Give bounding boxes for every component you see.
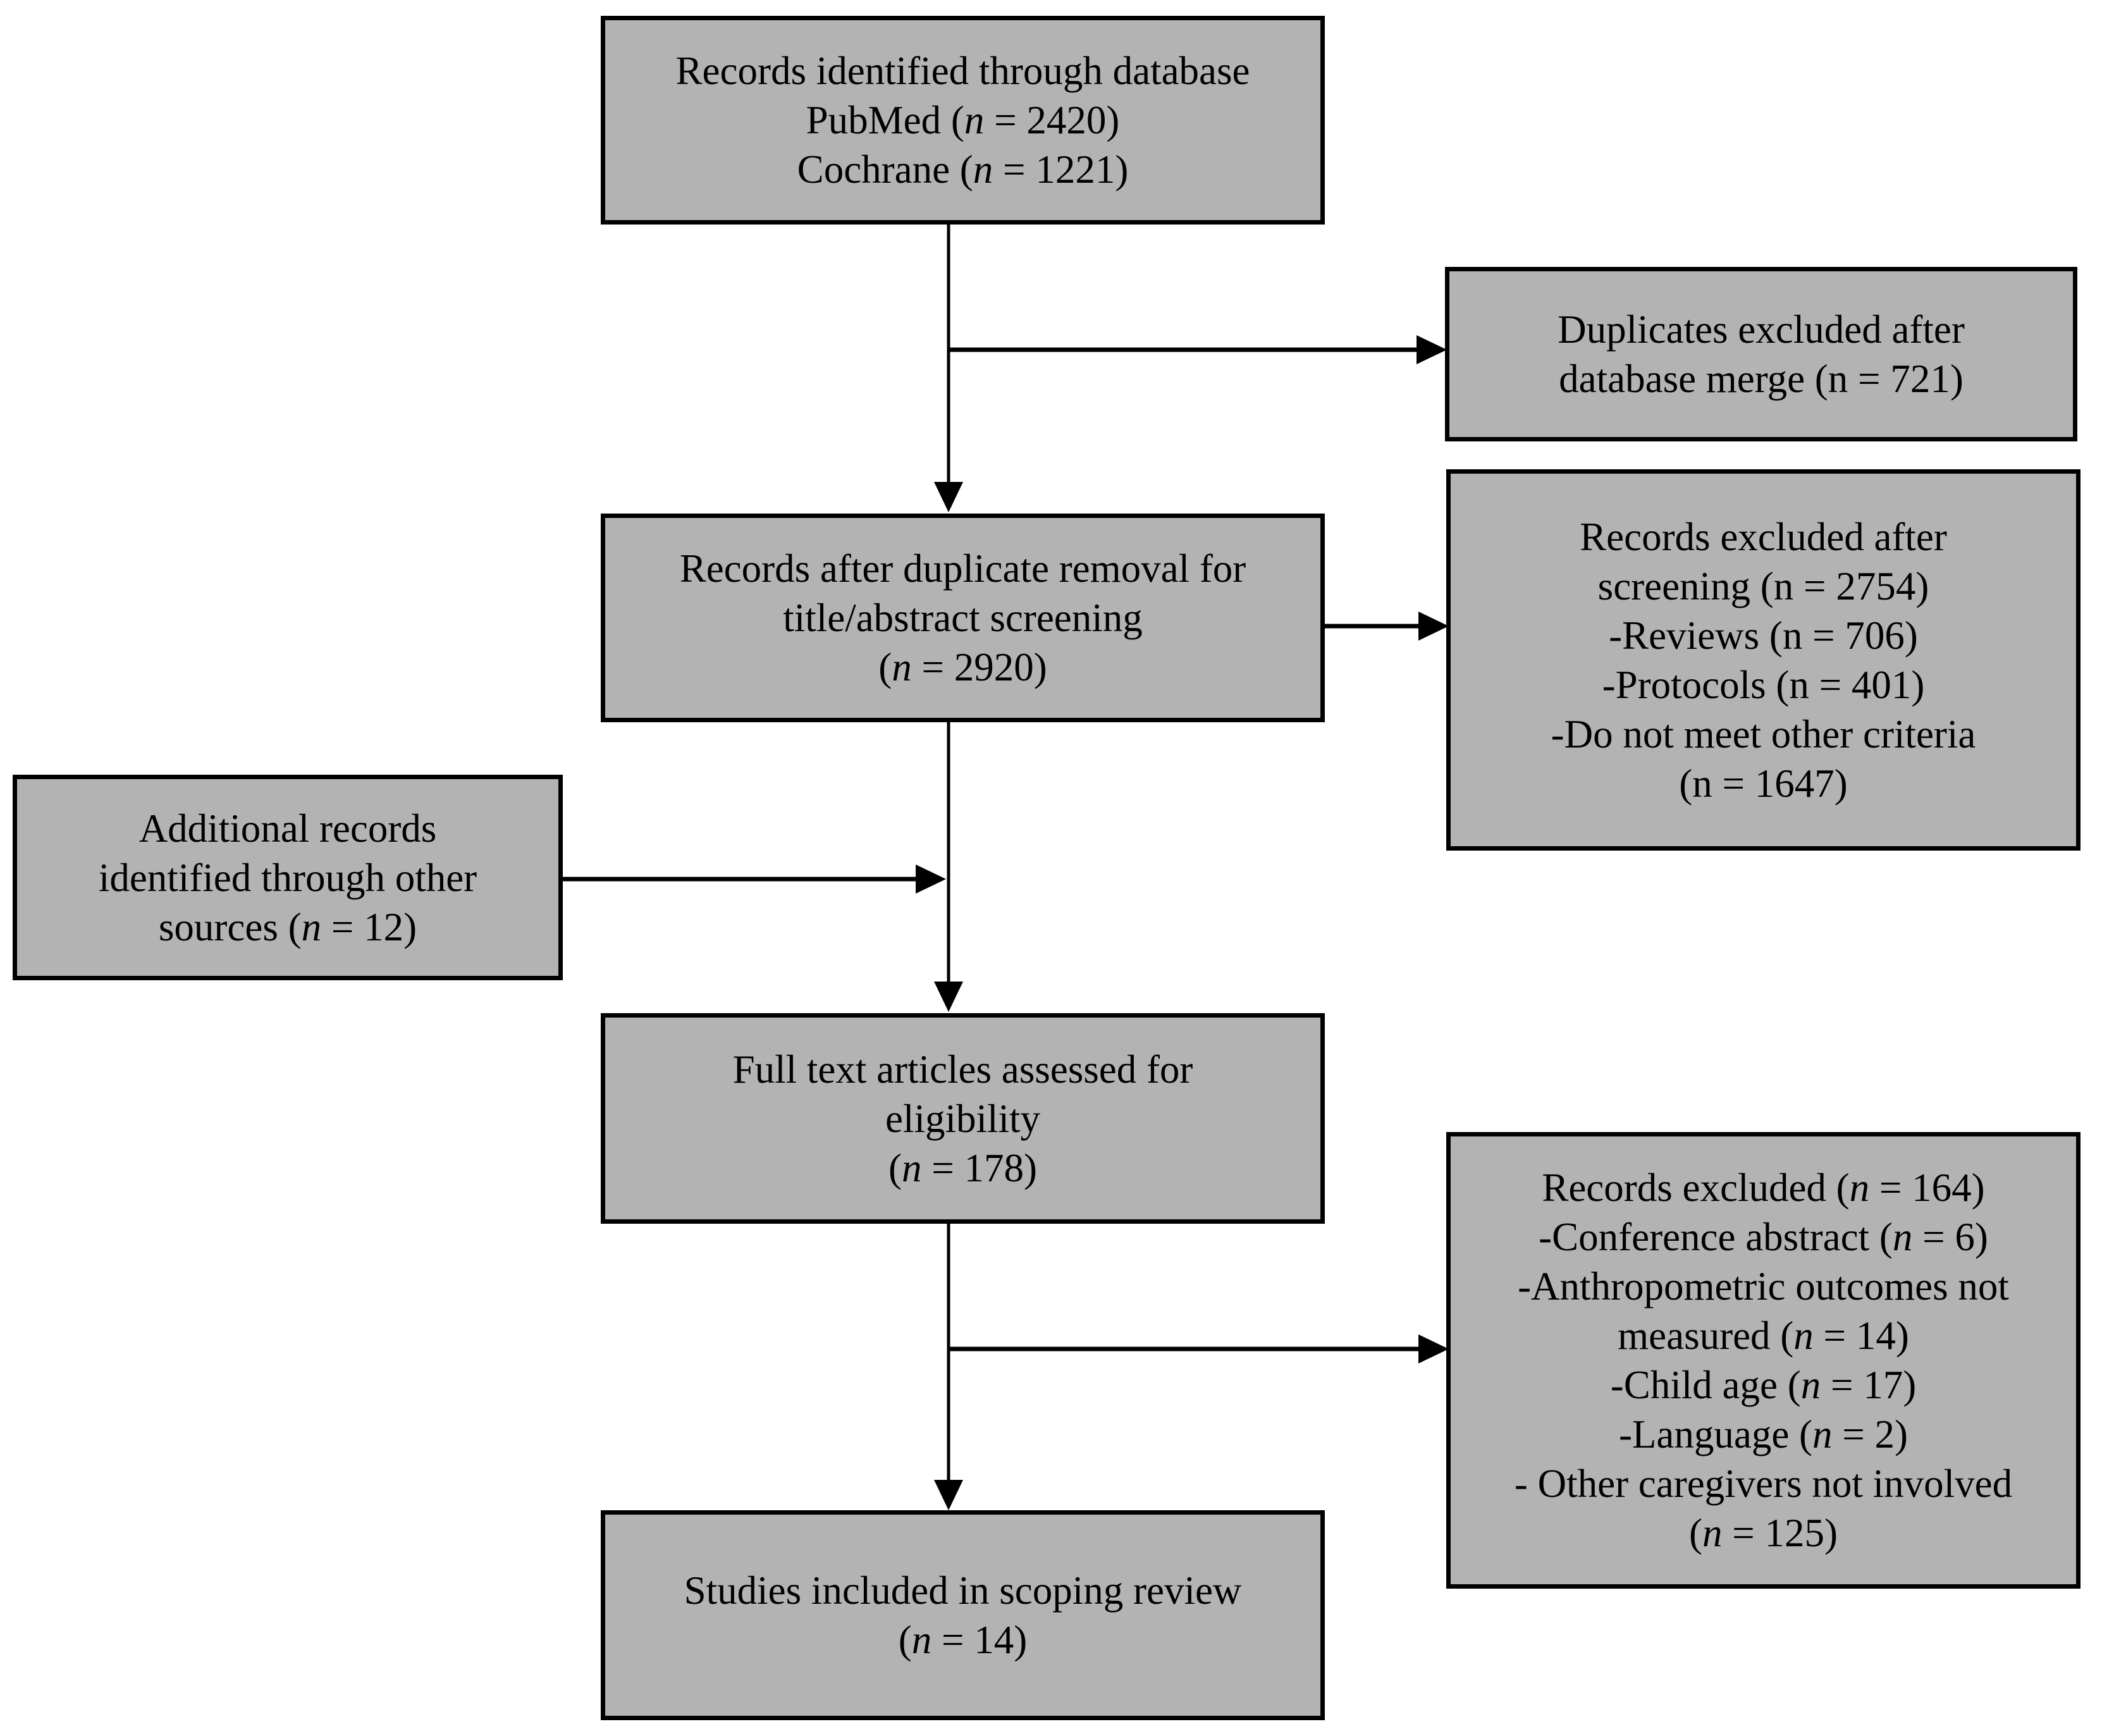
box-text-line: (n = 1647) <box>1679 761 1848 806</box>
box-text-line: -Do not meet other criteria <box>1551 711 1976 756</box>
box-text-line: Full text articles assessed for <box>732 1047 1193 1092</box>
box-text-line: -Anthropometric outcomes not <box>1518 1264 2009 1308</box>
arrow-head <box>1417 335 1447 364</box>
box-text-line: -Child age (n = 17) <box>1610 1363 1917 1407</box>
box-text-line: Additional records <box>138 806 437 851</box>
arrow-identified-to-screening <box>934 225 963 512</box>
box-text-line: database merge (n = 721) <box>1559 357 1964 401</box>
box-text-line: Studies included in scoping review <box>684 1568 1242 1613</box>
arrow-head <box>1418 612 1449 641</box>
arrow-head <box>1418 1334 1449 1364</box>
box-text-line: (n = 14) <box>898 1618 1028 1662</box>
box-text-line: Records excluded (n = 164) <box>1542 1166 1985 1210</box>
box-text-line: measured (n = 14) <box>1618 1314 1909 1358</box>
box-text-line: (n = 125) <box>1689 1511 1838 1555</box>
box-records-after-duplicate-removal: Records after duplicate removal for title… <box>601 514 1325 722</box>
arrow-head <box>916 865 946 894</box>
arrow-fulltext-to-included <box>934 1224 963 1510</box>
box-duplicates-excluded: Duplicates excluded after database merge … <box>1445 267 2077 441</box>
arrow-head <box>934 982 963 1012</box>
arrow-screening-to-fulltext <box>934 722 963 1012</box>
box-records-excluded-fulltext: Records excluded (n = 164) -Conference ab… <box>1446 1132 2080 1589</box>
box-text-line: -Conference abstract (n = 6) <box>1539 1215 1988 1259</box>
box-text-line: identified through other <box>98 855 477 900</box>
box-text-line: -Reviews (n = 706) <box>1609 613 1918 658</box>
arrow-to-duplicates-excluded <box>949 335 1447 364</box>
box-text-line: (n = 178) <box>888 1145 1037 1190</box>
box-text-line: Cochrane (n = 1221) <box>797 147 1129 192</box>
arrow-to-excluded-fulltext <box>949 1334 1449 1364</box>
box-text-line: screening (n = 2754) <box>1597 563 1929 608</box>
box-text-line: eligibility <box>885 1096 1040 1141</box>
arrow-head <box>934 482 963 512</box>
box-text-line: Records after duplicate removal for <box>679 546 1246 591</box>
box-text-line: title/abstract screening <box>783 596 1143 640</box>
box-text-line: -Protocols (n = 401) <box>1602 662 1925 707</box>
box-studies-included: Studies included in scoping review (n = 1… <box>601 1510 1325 1720</box>
box-text-line: Duplicates excluded after <box>1558 307 1965 352</box>
box-text-line: sources (n = 12) <box>158 904 417 949</box>
arrow-head <box>934 1480 963 1510</box>
box-text-line: Records excluded after <box>1580 514 1947 559</box>
arrow-additional-to-flow <box>563 865 946 894</box>
box-text-line: - Other caregivers not involved <box>1514 1462 2013 1506</box>
arrow-to-excluded-after-screening <box>1325 612 1449 641</box>
box-text-line: PubMed (n = 2420) <box>806 98 1120 142</box>
box-text-line: (n = 2920) <box>878 645 1047 689</box>
box-text-line: -Language (n = 2) <box>1618 1412 1908 1456</box>
box-text-line: Records identified through database <box>675 49 1250 93</box>
